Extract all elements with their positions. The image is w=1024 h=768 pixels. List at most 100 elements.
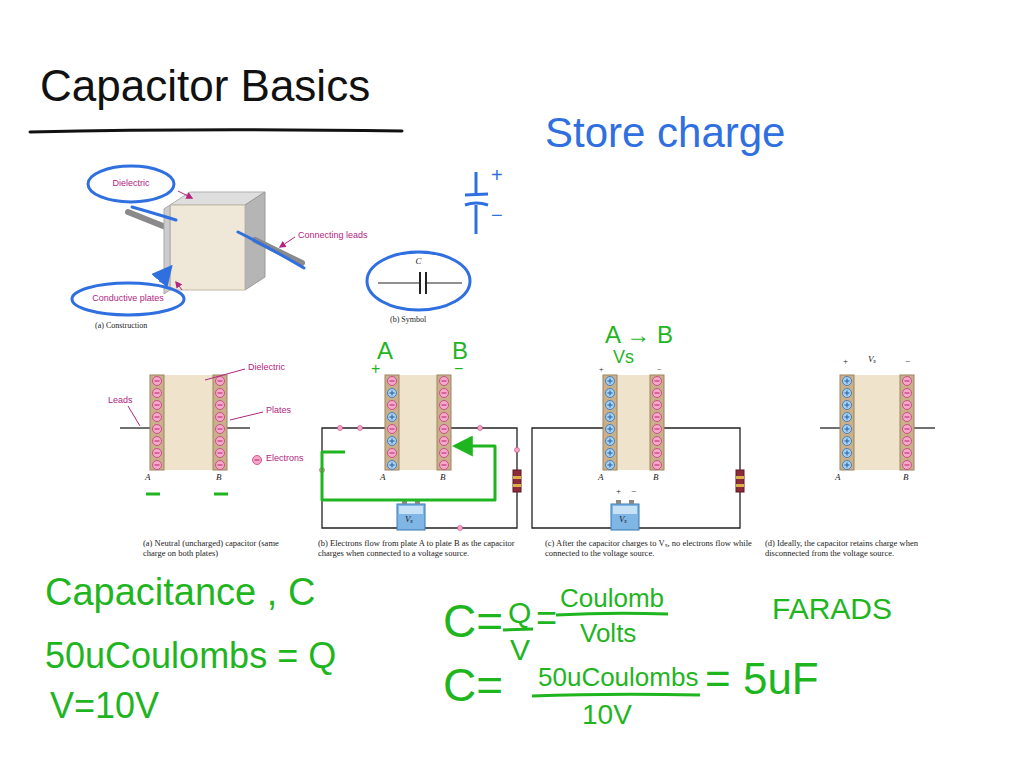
electron	[216, 389, 225, 398]
positive-charge	[606, 377, 615, 386]
charge-sign	[442, 452, 447, 453]
figure-text: A	[835, 473, 841, 483]
charge-sign	[442, 392, 447, 393]
figure-text: A	[598, 473, 604, 483]
electron	[653, 401, 662, 410]
positive-charge	[388, 461, 397, 470]
plate-b	[900, 375, 914, 470]
positive-charge	[843, 401, 852, 410]
charge-sign	[609, 379, 610, 384]
electron	[216, 449, 225, 458]
figure-text: +	[616, 487, 621, 497]
handwritten-note: +	[371, 360, 380, 378]
dielectric	[854, 375, 900, 470]
charge-sign	[905, 452, 910, 453]
electron	[653, 389, 662, 398]
electron	[388, 449, 397, 458]
dielectric	[617, 375, 650, 470]
plate-a	[840, 375, 854, 470]
charge-sign	[255, 459, 260, 460]
leader-line	[176, 282, 182, 290]
circled-label: Dielectric	[86, 164, 176, 204]
positive-charge	[843, 437, 852, 446]
handwritten-note: Coulomb	[560, 584, 664, 613]
resistor-band	[736, 476, 744, 479]
resistor-band	[513, 484, 521, 487]
charge-sign	[609, 451, 610, 456]
electron	[653, 377, 662, 386]
figure-text: Vₛ	[619, 515, 628, 525]
charge-sign	[655, 428, 660, 429]
figure-text: (b) Electrons flow from plate A to plate…	[318, 538, 533, 558]
charge-sign	[609, 391, 610, 396]
charge-sign	[846, 391, 847, 396]
figure-text: −	[657, 366, 662, 375]
positive-charge	[606, 449, 615, 458]
charge-sign	[846, 463, 847, 468]
electron	[388, 377, 397, 386]
electron	[653, 461, 662, 470]
electron	[903, 461, 912, 470]
charge-sign	[155, 404, 160, 405]
leader-line	[178, 191, 192, 198]
charge-sign	[905, 392, 910, 393]
moving-electron	[478, 426, 483, 431]
electron	[153, 425, 162, 434]
symbol-plate	[419, 272, 421, 294]
positive-charge	[606, 425, 615, 434]
figure-text: A	[145, 473, 151, 483]
positive-charge	[606, 461, 615, 470]
charge-sign	[218, 428, 223, 429]
electron	[903, 389, 912, 398]
figure-text: +	[843, 357, 848, 367]
figure-text: −	[905, 357, 910, 367]
charge-sign	[155, 392, 160, 393]
charge-sign	[155, 464, 160, 465]
plate-a	[603, 375, 617, 470]
fraction-bar	[503, 629, 533, 630]
electron	[253, 456, 262, 465]
electron	[440, 425, 449, 434]
pen-ellipse	[88, 166, 174, 202]
pen-ellipse	[367, 252, 470, 310]
electron	[903, 413, 912, 422]
figure-text: B	[903, 473, 909, 483]
electron	[903, 449, 912, 458]
positive-charge	[843, 425, 852, 434]
positive-charge	[606, 437, 615, 446]
positive-charge	[388, 389, 397, 398]
battery	[611, 504, 639, 530]
lead	[120, 427, 150, 428]
handwritten-note: 10V	[582, 700, 632, 731]
electron	[153, 461, 162, 470]
resistor-band	[736, 484, 744, 487]
charge-sign	[391, 415, 392, 420]
pen-symbol-wire	[475, 172, 478, 195]
dielectric	[399, 375, 437, 470]
electron	[216, 461, 225, 470]
handwritten-note: A → B	[605, 322, 673, 348]
electron	[216, 401, 225, 410]
charge-sign	[390, 452, 395, 453]
plate-a	[385, 375, 399, 470]
plate-b	[437, 375, 451, 470]
handwritten-note: C=	[443, 660, 503, 711]
plate-a	[150, 375, 164, 470]
charge-sign	[905, 404, 910, 405]
electron	[216, 377, 225, 386]
pen-current-loop	[322, 446, 495, 500]
circled-label: C	[365, 250, 472, 312]
figure-text: (d) Ideally, the capacitor retains charg…	[765, 538, 960, 558]
lead	[227, 427, 250, 428]
resistor-band	[513, 476, 521, 479]
dielectric-face	[170, 205, 245, 290]
charge-sign	[155, 440, 160, 441]
circled-label: Conductive plates	[70, 281, 186, 317]
electron	[440, 389, 449, 398]
positive-charge	[606, 413, 615, 422]
charge-sign	[655, 464, 660, 465]
electron	[153, 413, 162, 422]
figure-text: B	[653, 473, 659, 483]
positive-charge	[388, 437, 397, 446]
charge-sign	[442, 416, 447, 417]
